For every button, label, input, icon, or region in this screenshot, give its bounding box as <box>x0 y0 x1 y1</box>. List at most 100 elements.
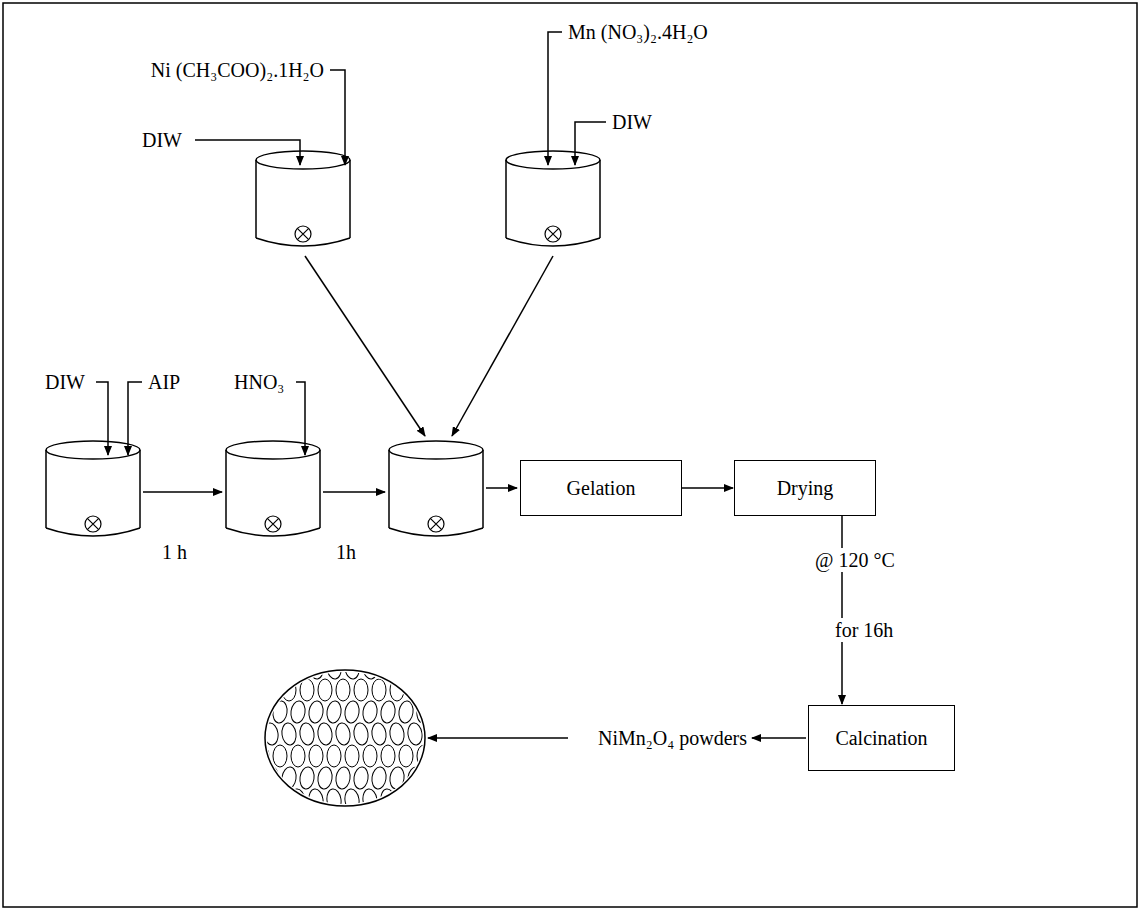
beaker-aip <box>46 441 140 536</box>
condition-label: for 16h <box>832 618 896 642</box>
flow-connector <box>841 516 843 704</box>
solvent-label: DIW <box>142 128 182 152</box>
flow-arrow <box>452 256 553 436</box>
feed-arrow <box>575 122 606 165</box>
powder-grain <box>317 766 334 790</box>
powder-grain <box>389 722 406 746</box>
flow-arrow <box>752 737 806 739</box>
powder-grain <box>308 788 325 812</box>
time-label: 1 h <box>162 540 187 564</box>
powder-grain <box>399 745 413 767</box>
flow-arrow <box>143 491 222 493</box>
beaker-mn <box>506 151 600 246</box>
powder-grain <box>371 766 388 790</box>
reagent-label: AIP <box>148 370 180 394</box>
product-label: NiMn₂O₄ powders <box>598 726 747 750</box>
powder-grain <box>380 656 397 680</box>
powder-grain <box>255 745 269 767</box>
beaker-acid <box>226 441 320 536</box>
powder-grain <box>326 700 343 724</box>
flow-arrow <box>486 487 517 489</box>
powder-grain <box>380 700 397 724</box>
powder-grain <box>390 679 404 701</box>
powder-grain <box>344 656 361 680</box>
solvent-label: DIW <box>612 110 652 134</box>
powder-grain <box>291 745 305 767</box>
powder-grain <box>416 656 433 680</box>
powder-grain <box>272 788 289 812</box>
process-box: Gelation <box>520 460 682 516</box>
flow-arrow <box>323 491 385 493</box>
beaker-mix <box>389 441 483 536</box>
powder-grain <box>254 700 271 724</box>
powder-grain <box>327 745 341 767</box>
powder-outline <box>265 670 425 806</box>
powder-grain <box>344 700 361 724</box>
powder-grain <box>254 656 271 680</box>
powder-grains <box>254 656 433 812</box>
powder-grain <box>362 700 379 724</box>
powder-grain <box>263 766 280 790</box>
powder-grain <box>345 745 359 767</box>
powder-grain <box>407 766 424 790</box>
beaker-ni <box>256 151 350 246</box>
box-label: Calcination <box>835 727 927 750</box>
reagent-label: Mn (NO₃)₂.4H₂O <box>568 20 708 44</box>
powder-grain <box>290 700 307 724</box>
flow-connector <box>682 487 733 489</box>
feed-arrow <box>96 382 108 455</box>
powder-grain <box>371 722 388 746</box>
powder-grain <box>290 788 307 812</box>
powder-grain <box>273 745 287 767</box>
powder-grain <box>300 679 314 701</box>
powder-grain <box>317 722 334 746</box>
powder-grain <box>398 656 415 680</box>
powder-grain <box>372 679 386 701</box>
flow-arrow <box>428 737 568 739</box>
flow-arrow <box>305 256 425 436</box>
powder-grain <box>281 766 298 790</box>
powder-grain <box>290 656 307 680</box>
powder-grain <box>281 722 298 746</box>
powder-grain <box>417 745 431 767</box>
powder-grain <box>272 700 289 724</box>
process-box: Calcination <box>808 705 955 771</box>
powder-grain <box>336 679 350 701</box>
powder-grain <box>308 700 325 724</box>
process-box: Drying <box>734 460 876 516</box>
powder-grain <box>272 656 289 680</box>
powder-grain <box>335 722 352 746</box>
powder-grain <box>398 788 415 812</box>
powder-grain <box>263 722 280 746</box>
solvent-label: DIW <box>45 370 85 394</box>
figure-border <box>3 3 1137 907</box>
powder-grain <box>407 722 424 746</box>
powder-grain <box>299 766 316 790</box>
powder-grain <box>381 745 395 767</box>
powder-grain <box>362 656 379 680</box>
powder-grain <box>363 745 377 767</box>
powder-grain <box>362 788 379 812</box>
powder-grain <box>254 788 271 812</box>
powder-grain <box>308 656 325 680</box>
feed-arrow <box>195 140 300 165</box>
reagent-label: Ni (CH₃COO)₂.1H₂O <box>151 58 324 82</box>
time-label: 1h <box>336 540 356 564</box>
feed-arrow <box>548 32 562 165</box>
powder-grain <box>353 722 370 746</box>
box-label: Drying <box>777 477 834 500</box>
powder-grain <box>309 745 323 767</box>
powder-grain <box>398 700 415 724</box>
powder-grain <box>354 679 368 701</box>
powder-grain <box>353 766 370 790</box>
reagent-label: HNO₃ <box>234 370 284 394</box>
powder-grain <box>299 722 316 746</box>
powder-grain <box>326 788 343 812</box>
box-label: Gelation <box>567 477 636 500</box>
powder-grain <box>335 766 352 790</box>
powder-grain <box>318 679 332 701</box>
powder-grain <box>416 788 433 812</box>
feed-arrow <box>330 70 345 165</box>
powder-grain <box>344 788 361 812</box>
